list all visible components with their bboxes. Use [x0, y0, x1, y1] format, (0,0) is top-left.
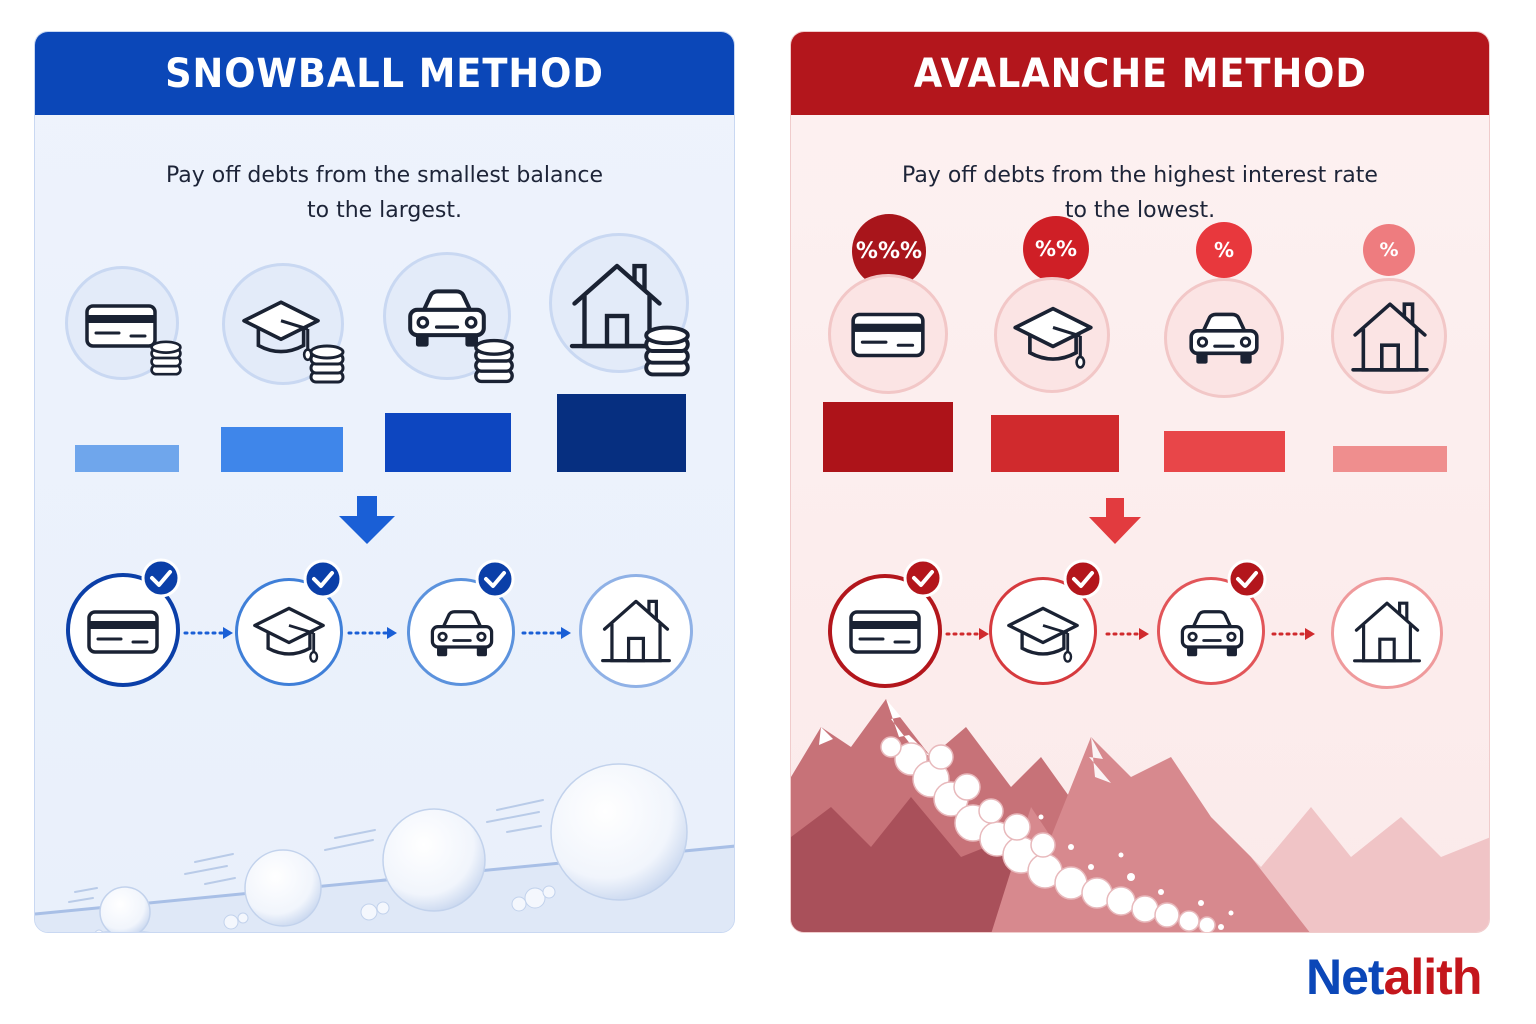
- snowball-description-line2: to the largest.: [306, 198, 462, 223]
- checkmark-icon: [475, 559, 515, 599]
- checkmark-icon: [303, 559, 343, 599]
- mortgage-circle-pending: [579, 574, 693, 688]
- dotted-arrow-icon: [945, 628, 989, 640]
- balance-bar-largest: [557, 394, 686, 472]
- checkmark-icon: [1227, 559, 1267, 599]
- avalanche-mountain-illustration: [791, 699, 1489, 932]
- brand-logo: Netalith: [1306, 948, 1483, 1006]
- house-icon: [1349, 296, 1431, 378]
- student-loan-circle: [994, 277, 1110, 393]
- coins-icon: [471, 336, 517, 386]
- dotted-arrow-icon: [183, 627, 233, 639]
- graduation-cap-icon: [1005, 600, 1081, 668]
- snowball-large: [382, 808, 486, 912]
- balance-bar-large: [385, 413, 511, 472]
- house-icon: [1351, 596, 1423, 668]
- snowball-slope-illustration: [35, 763, 734, 932]
- avalanche-description: Pay off debts from the highest interest …: [791, 158, 1489, 228]
- graduation-cap-icon: [1011, 300, 1095, 374]
- mortgage-circle: [1331, 278, 1447, 394]
- snowball-largest: [550, 763, 688, 901]
- rate-bar-low: [1333, 446, 1447, 472]
- rate-bar-medium: [1164, 431, 1285, 472]
- balance-bar-small: [75, 445, 179, 472]
- credit-card-icon: [845, 602, 925, 662]
- snowball-medium: [244, 849, 322, 927]
- snowball-small: [99, 886, 151, 932]
- snowball-panel: SNOWBALL METHOD Pay off debts from the s…: [34, 31, 735, 933]
- dotted-arrow-icon: [521, 627, 571, 639]
- rate-badge-low: %: [1363, 224, 1415, 276]
- rate-badge-medium: %: [1196, 222, 1252, 278]
- credit-card-icon: [83, 602, 163, 662]
- down-arrow-icon: [339, 496, 395, 544]
- snowball-header: SNOWBALL METHOD: [35, 32, 734, 115]
- avalanche-panel: AVALANCHE METHOD Pay off debts from the …: [790, 31, 1490, 933]
- snowball-title: SNOWBALL METHOD: [165, 50, 604, 97]
- coins-icon: [307, 342, 347, 386]
- dotted-arrow-icon: [1271, 628, 1315, 640]
- avalanche-header: AVALANCHE METHOD: [791, 32, 1489, 115]
- graduation-cap-icon: [251, 600, 327, 668]
- credit-card-icon: [847, 304, 929, 366]
- rate-bar-high: [991, 415, 1119, 472]
- checkmark-icon: [141, 558, 181, 598]
- checkmark-icon: [903, 558, 943, 598]
- avalanche-title: AVALANCHE METHOD: [913, 50, 1367, 97]
- coins-icon: [641, 322, 693, 380]
- avalanche-snow-flow: [880, 736, 1216, 932]
- dotted-arrow-icon: [1105, 628, 1149, 640]
- brand-logo-part2: alith: [1383, 949, 1483, 1005]
- checkmark-icon: [1063, 559, 1103, 599]
- car-icon: [1183, 308, 1265, 370]
- credit-card-circle: [65, 266, 179, 380]
- car-icon: [425, 606, 499, 662]
- snowball-description-line1: Pay off debts from the smallest balance: [165, 163, 604, 188]
- rate-badge-highest: %%%: [852, 214, 926, 288]
- avalanche-description-line1: Pay off debts from the highest interest …: [902, 163, 1378, 188]
- brand-logo-part1: Net: [1306, 949, 1385, 1005]
- rate-badge-high: %%: [1023, 216, 1089, 282]
- car-icon: [1175, 606, 1249, 662]
- rate-bar-highest: [823, 402, 953, 472]
- down-arrow-icon: [1089, 498, 1141, 544]
- balance-bar-medium: [221, 427, 343, 472]
- house-icon: [599, 594, 673, 668]
- dotted-arrow-icon: [347, 627, 397, 639]
- snowball-description: Pay off debts from the smallest balance …: [35, 158, 734, 228]
- coins-icon: [148, 338, 184, 378]
- avalanche-description-line2: to the lowest.: [1064, 198, 1216, 223]
- mortgage-circle-pending: [1331, 577, 1443, 689]
